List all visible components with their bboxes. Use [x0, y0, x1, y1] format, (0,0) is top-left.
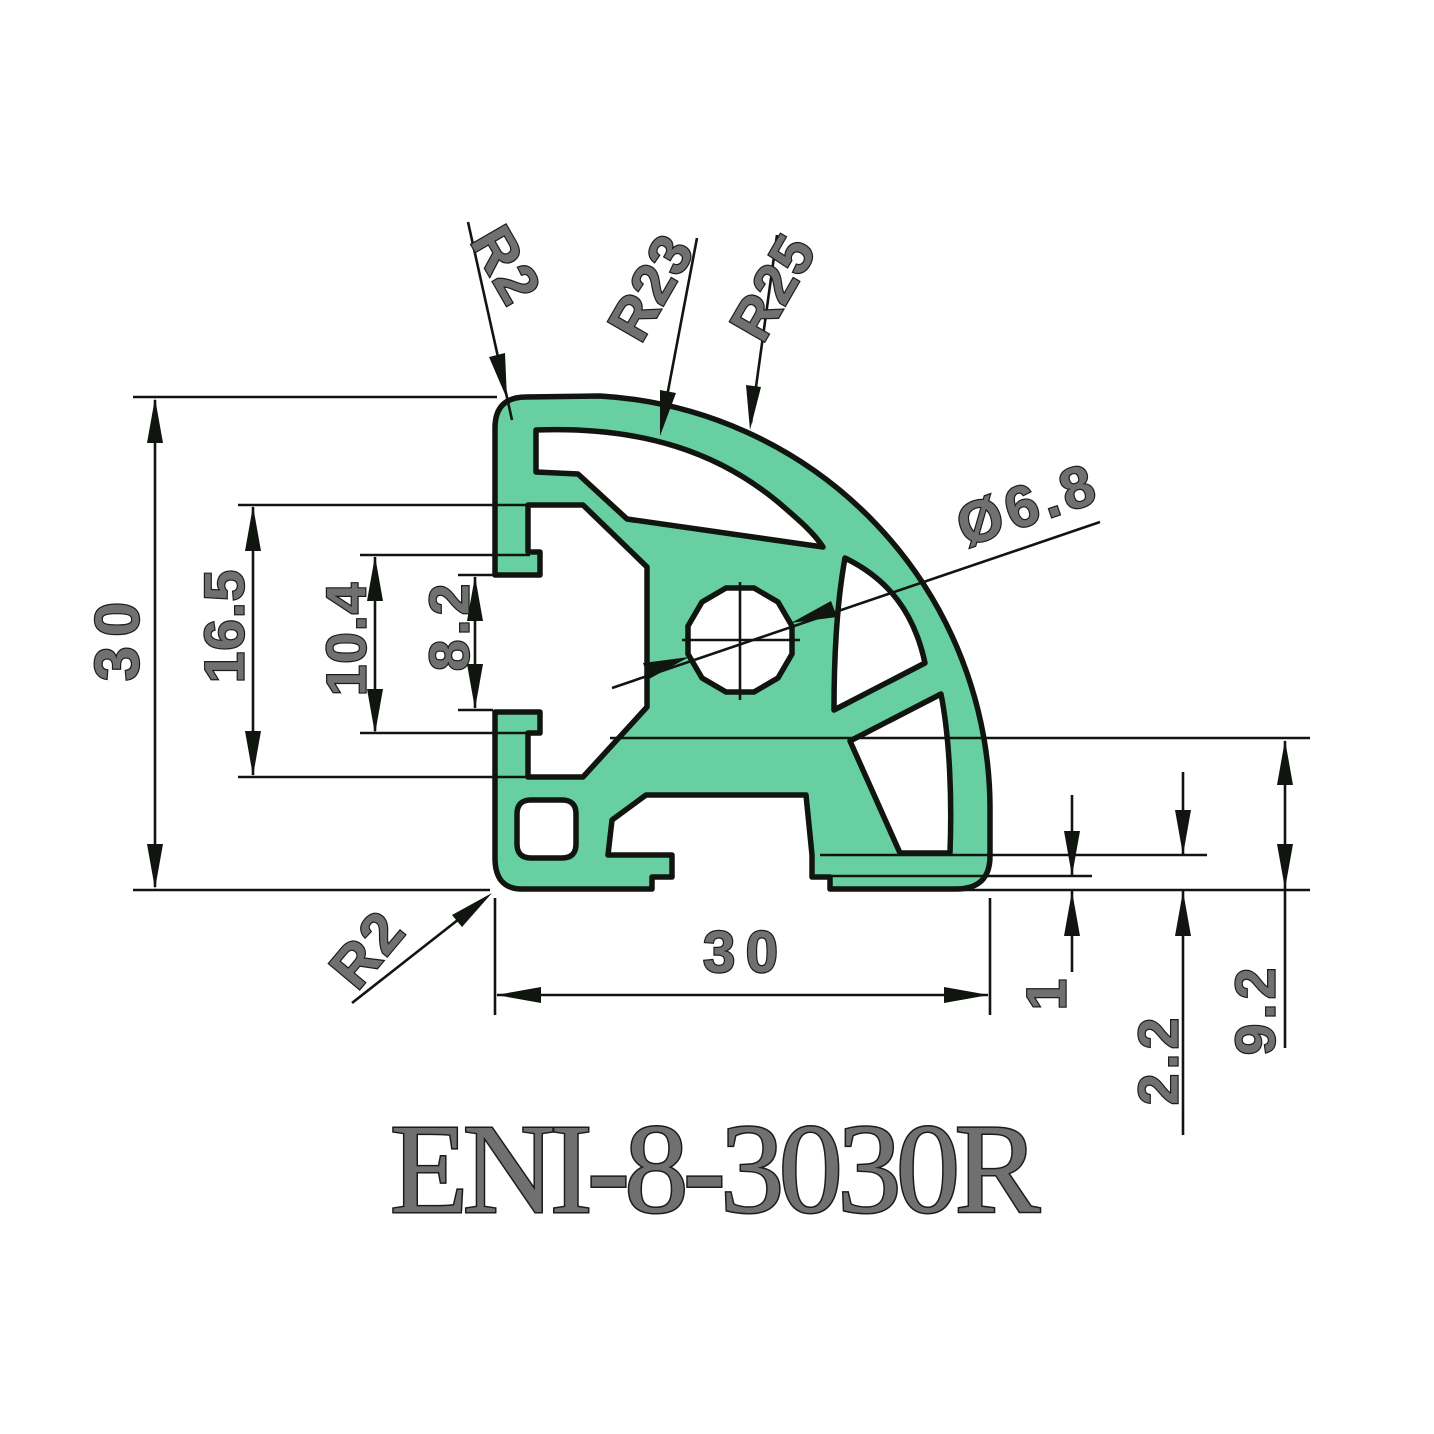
dim-side-height: 9.2 — [1222, 740, 1293, 1056]
dim-label-hole-diameter: Ø6.8 — [948, 452, 1102, 559]
arrow-leader-icon — [746, 385, 761, 430]
arrow-down-icon — [467, 664, 483, 709]
arrow-down-icon — [1175, 810, 1191, 855]
arrow-down-icon — [1277, 844, 1293, 889]
arrow-down-icon — [1064, 831, 1080, 876]
dim-label-foot-height: 2.2 — [1127, 1019, 1190, 1105]
arrow-down-icon — [147, 844, 163, 889]
extrusion-profile — [492, 393, 993, 892]
dim-overall-width: 30 — [496, 919, 989, 1003]
dim-label-r2-top: R2 — [458, 215, 552, 313]
arrow-up-icon — [1064, 891, 1080, 936]
dim-label-r2-bottom: R2 — [317, 901, 416, 1001]
arrow-leader-icon — [489, 353, 507, 399]
dim-foot-height: 2.2 — [1125, 772, 1191, 1135]
arrow-up-icon — [1277, 740, 1293, 785]
arrow-leader-icon — [452, 893, 492, 927]
arrow-left-icon — [496, 987, 541, 1003]
dim-label-side-height: 9.2 — [1224, 969, 1287, 1055]
dim-label-slot-opening: 8.2 — [418, 585, 481, 671]
arrow-leader-icon — [643, 657, 689, 679]
dim-label-r23: R23 — [596, 225, 706, 351]
profile-cross-section — [492, 393, 993, 892]
leader-radius-bottom-corner: R2 — [316, 893, 492, 1005]
arrow-right-icon — [944, 987, 989, 1003]
dim-slot-opening-height: 8.2 — [416, 576, 483, 709]
arrow-up-icon — [467, 576, 483, 621]
arrow-up-icon — [147, 398, 163, 443]
leader-radius-outer-arc: R25 — [716, 224, 829, 430]
center-hole-crosshair — [682, 582, 800, 700]
leader-radius-top-corner: R2 — [457, 214, 554, 421]
arrow-up-icon — [245, 506, 261, 551]
arrow-up-icon — [367, 556, 383, 601]
dim-label-lip-step: 1 — [1015, 980, 1078, 1010]
arrow-down-icon — [245, 731, 261, 776]
arrow-down-icon — [367, 689, 383, 734]
dim-label-slot-hook: 10.4 — [315, 583, 378, 696]
dim-label-slot-cavity: 16.5 — [193, 571, 256, 683]
dim-lip-step-height: 1 — [1013, 795, 1080, 1011]
dim-label-overall-height: 30 — [84, 603, 153, 681]
dim-overall-height: 30 — [82, 398, 163, 889]
arrow-leader-icon — [791, 601, 837, 623]
arrow-up-icon — [1175, 891, 1191, 936]
arrow-leader-icon — [660, 390, 676, 436]
dim-slot-hook-height: 10.4 — [313, 556, 383, 734]
dim-slot-cavity-height: 16.5 — [191, 506, 261, 776]
dim-label-overall-width: 30 — [703, 920, 777, 985]
extension-lines — [133, 395, 1310, 1015]
drawing-title: ENI-8-3030R — [390, 1098, 1041, 1240]
dim-label-r25: R25 — [718, 225, 828, 351]
